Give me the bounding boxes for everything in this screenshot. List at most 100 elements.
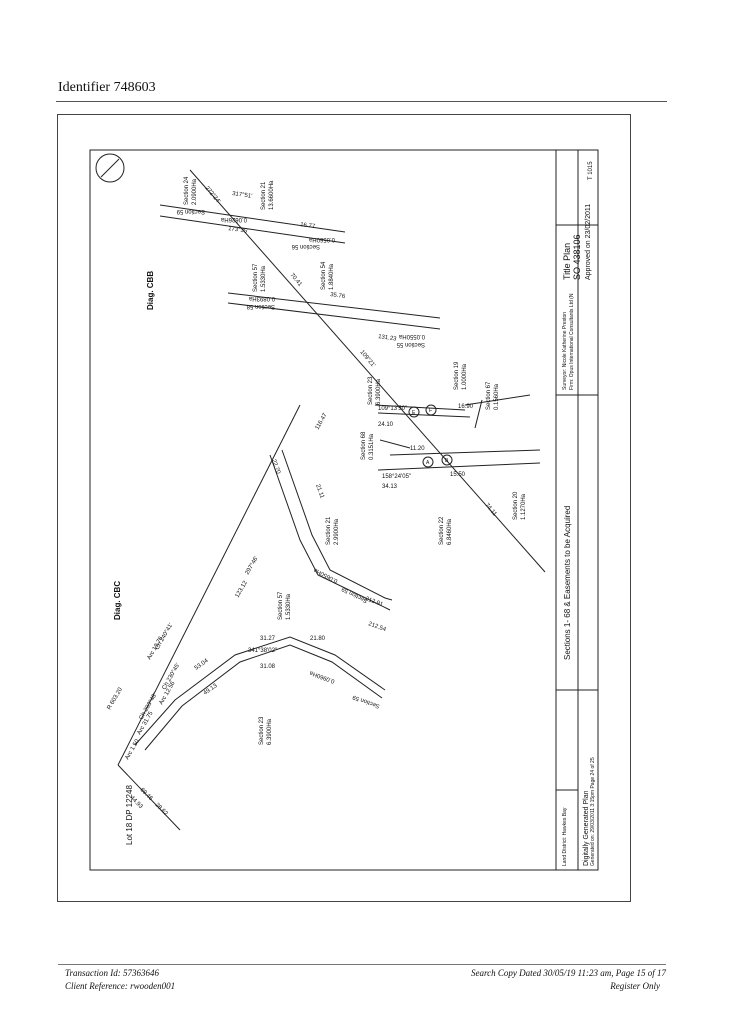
dimension-text: 131.23	[378, 334, 398, 343]
section-label: Section 23	[368, 376, 374, 405]
so-number: SO 438106	[572, 234, 582, 280]
section-label: Section 24	[184, 176, 190, 205]
section-area: 0.0650Ha	[312, 566, 339, 583]
dimension-text: 31.08	[260, 664, 276, 670]
boundary-line	[281, 449, 393, 601]
dimension-text: 158°24'05"	[382, 474, 411, 480]
dimension-text: 123.12	[235, 580, 250, 599]
land-district: Land District: Hawkes Bay	[562, 807, 568, 866]
section-area: 0.3151Ha	[369, 433, 375, 460]
section-label: Section 59	[176, 208, 205, 214]
dimension-text: 15.50	[450, 472, 466, 478]
section-label: Section 58	[246, 303, 275, 309]
boundary-line	[377, 412, 471, 418]
section-label: Section 67	[486, 381, 492, 410]
title-plan-label: Title Plan	[562, 243, 572, 280]
dimension-text: 212.54	[367, 621, 387, 633]
north-arrow-line	[100, 158, 120, 178]
boundary-line	[377, 462, 541, 471]
dimension-text: 21.80	[310, 636, 326, 642]
section-label: Section 23	[259, 716, 265, 745]
section-label: Section 59	[351, 693, 380, 709]
boundary-line	[227, 302, 441, 330]
plan-frame	[57, 114, 631, 902]
section-area: 2.0900Ha	[192, 178, 198, 205]
section-area: 1.0000Ha	[462, 363, 468, 390]
dimension-text: 16.77	[300, 222, 316, 230]
dimension-text: 16.90	[458, 404, 474, 410]
dimension-text: 22.70	[270, 459, 281, 476]
section-area: 2.9900Ha	[334, 518, 340, 545]
boundary-line	[269, 454, 391, 611]
section-area: 0.0893Ha	[248, 295, 275, 301]
boundary-line	[189, 169, 546, 573]
register-only: Register Only	[610, 981, 660, 991]
footer-rule	[58, 964, 666, 965]
firm-name: Firm: Opus International Consultants Ltd…	[569, 293, 575, 390]
client-reference: Client Reference: rwooden001	[65, 981, 176, 991]
circle-letter: E	[412, 410, 416, 416]
dimension-text: 11.20	[410, 446, 425, 452]
dimension-text: 31.27	[260, 636, 276, 642]
pointer-line	[379, 439, 411, 449]
section-label: Section 21	[326, 516, 332, 545]
section-label: Section 55	[396, 341, 425, 347]
section-label: Section 54	[321, 261, 327, 290]
circle-letter: B	[445, 458, 449, 464]
plan-description: Sections 1- 68 & Easements to be Acquire…	[563, 506, 572, 660]
boundary-line	[389, 449, 541, 456]
boundary-line	[159, 215, 346, 244]
circle-letter: F	[429, 408, 432, 414]
header-rule	[56, 101, 667, 102]
section-label: Section 57	[278, 591, 284, 620]
section-area: 1.8840Ha	[329, 263, 335, 290]
circle-marker	[422, 456, 434, 468]
section-area: 0.0560Ha	[308, 236, 335, 242]
section-area: 0.0626Ha	[220, 216, 247, 222]
dimension-text: Arc 1.50	[125, 738, 142, 761]
dimension-text: 109°13'50"	[378, 406, 407, 412]
dimension-text: 34.13	[382, 484, 398, 490]
north-arrow-circle	[95, 153, 125, 183]
dimension-text: 49.13	[203, 683, 219, 697]
dimension-text: 317°51'	[232, 191, 253, 200]
section-label: Section 68	[361, 431, 367, 460]
generated-plan: Digitally Generated Plan	[583, 790, 590, 866]
dimension-text: 24.10	[378, 422, 394, 428]
boundary-line	[159, 204, 346, 233]
dimension-text: 53.04	[194, 658, 210, 672]
dimension-text: 28.62	[154, 802, 169, 817]
boundary-line	[117, 404, 301, 766]
section-area: 0.0960Ha	[309, 669, 336, 684]
section-label: Section 22	[439, 516, 445, 545]
boundary-line	[117, 764, 181, 831]
diag-cbc-label: Diag. CBC	[113, 581, 122, 620]
boundary-line	[134, 636, 386, 746]
diag-cbb-label: Diag. CBB	[146, 271, 155, 310]
dimension-text: 109°21'	[358, 349, 376, 368]
circle-marker	[408, 406, 420, 418]
dimension-text: 70.41	[288, 272, 303, 288]
dimension-text: 35.76	[330, 292, 346, 300]
dimension-text: R 603.20	[107, 686, 125, 711]
plan-border	[89, 149, 599, 871]
section-area: 13.6600Ha	[269, 180, 275, 210]
transaction-id: Transaction Id: 57363646	[65, 968, 160, 978]
section-area: 6.8460Ha	[447, 518, 453, 545]
section-area: 6.3900Ha	[267, 718, 273, 745]
approved-date: Approved on 23/02/2011	[585, 204, 592, 280]
section-area: 0.1560Ha	[494, 383, 500, 410]
identifier-heading: Identifier 748603	[58, 80, 156, 95]
section-label: Section 56	[291, 243, 320, 249]
circle-marker	[441, 454, 453, 466]
section-area: 1.1270Ha	[521, 493, 527, 520]
surveyor-name: Surveyor: Nicole Katherine Preston	[562, 312, 568, 390]
section-area: 1.5330Ha	[286, 593, 292, 620]
section-label: Section 19	[454, 361, 460, 390]
dimension-text: 116.47	[315, 412, 329, 431]
boundary-line	[227, 292, 441, 319]
dimension-text: 297°46'	[245, 555, 260, 576]
boundary-line	[374, 404, 466, 411]
section-area: 6.3900Ha	[376, 378, 382, 405]
